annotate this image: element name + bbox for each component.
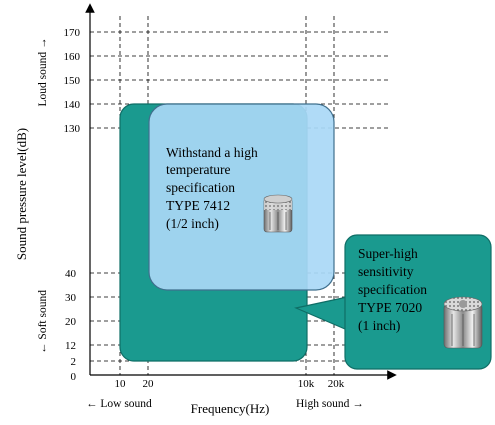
y-tick-160: 160 [64,51,81,63]
y-tick-labels: 0 2 12 20 30 40 130 140 150 160 170 [64,27,81,383]
x-axis-title: Frequency(Hz) [191,401,270,416]
y-tick-170: 170 [64,27,81,39]
y-axis-title: Sound pressure level(dB) [14,128,29,260]
loud-sound-label: Loud sound → [37,38,49,107]
type-7412-line-3: specification [166,180,235,195]
y-tick-12: 12 [65,340,76,352]
type-7412-line-2: temperature [166,162,230,177]
microphone-capsule-icon [443,296,483,349]
y-tick-150: 150 [64,75,81,87]
type-7412-line-1: Withstand a high [166,145,258,160]
type-7020-line-1: Super-high [358,246,418,261]
microphone-capsule-icon [263,194,293,233]
y-tick-2: 2 [71,356,77,368]
high-sound-label: High sound → [296,398,364,410]
x-tick-10: 10 [115,378,127,390]
type-7020-line-2: sensitivity [358,264,414,279]
soft-sound-label: ← Soft sound [37,290,49,354]
y-tick-20: 20 [65,316,77,328]
x-tick-labels: 10 20 10k 20k [115,378,345,390]
type-7412-range-region [148,103,335,291]
x-tick-20k: 20k [328,378,345,390]
type-7020-line-3: specification [358,282,427,297]
y-tick-130: 130 [64,123,81,135]
x-tick-20: 20 [143,378,155,390]
x-tick-10k: 10k [298,378,315,390]
y-tick-30: 30 [65,292,77,304]
type-7020-line-5: (1 inch) [358,318,400,333]
y-tick-0: 0 [71,371,77,383]
type-7412-line-4: TYPE 7412 [166,198,230,213]
axes [85,3,397,380]
type-7020-label: Super-high sensitivity specification TYP… [358,246,427,333]
y-tick-140: 140 [64,99,81,111]
low-sound-label: ← Low sound [86,398,152,410]
type-7412-label: Withstand a high temperature specificati… [166,145,258,231]
y-tick-40: 40 [65,268,77,280]
type-7020-line-4: TYPE 7020 [358,300,422,315]
type-7412-line-5: (1/2 inch) [166,216,219,231]
